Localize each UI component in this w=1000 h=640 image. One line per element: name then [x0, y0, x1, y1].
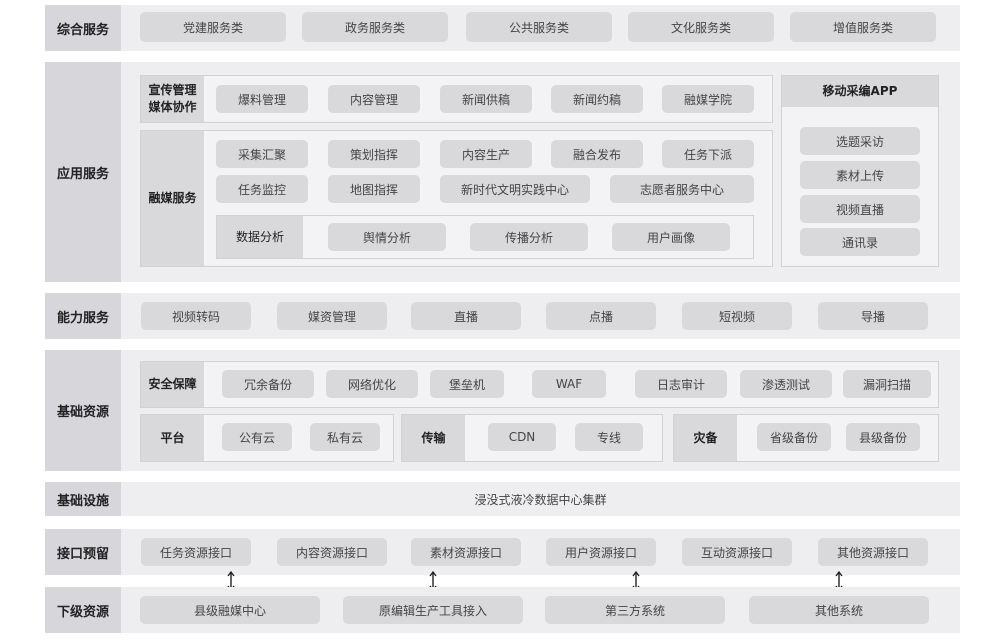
xiaji-item[interactable]: 其他系统: [749, 596, 929, 624]
xiaji-item[interactable]: 县级融媒中心: [140, 596, 320, 624]
chuanshu-label: 传输: [402, 415, 465, 461]
rongmei-item[interactable]: 志愿者服务中心: [610, 175, 754, 203]
anquan-item[interactable]: 冗余备份: [222, 370, 314, 398]
row-label-nengli: 能力服务: [45, 293, 121, 339]
nengli-item[interactable]: 短视频: [682, 302, 792, 330]
nengli-item[interactable]: 媒资管理: [277, 302, 387, 330]
jiekou-item[interactable]: 互动资源接口: [682, 538, 792, 566]
jiekou-item[interactable]: 素材资源接口: [411, 538, 521, 566]
rongmei-item[interactable]: 内容生产: [440, 140, 532, 168]
row-label-jiekou: 接口预留: [45, 529, 121, 575]
rongmei-item[interactable]: 策划指挥: [328, 140, 420, 168]
mobile-item[interactable]: 选题采访: [800, 127, 920, 155]
jiekou-item[interactable]: 用户资源接口: [546, 538, 656, 566]
mobile-item[interactable]: 视频直播: [800, 195, 920, 223]
anquan-item[interactable]: 日志审计: [635, 370, 727, 398]
chuanshu-item[interactable]: CDN: [488, 423, 556, 451]
xiaji-item[interactable]: 第三方系统: [545, 596, 725, 624]
zonghe-item[interactable]: 公共服务类: [466, 12, 612, 42]
nengli-item[interactable]: 视频转码: [141, 302, 251, 330]
jiekou-item[interactable]: 任务资源接口: [141, 538, 251, 566]
zaibei-item[interactable]: 县级备份: [846, 423, 920, 451]
row-label-xiaji: 下级资源: [45, 587, 121, 633]
jichu-sheshi-text: 浸没式液冷数据中心集群: [474, 492, 607, 507]
mobile-item[interactable]: 素材上传: [800, 161, 920, 189]
shuju-item[interactable]: 舆情分析: [328, 223, 446, 251]
zonghe-item[interactable]: 增值服务类: [790, 12, 936, 42]
xuanchuan-item[interactable]: 爆料管理: [216, 85, 308, 113]
nengli-item[interactable]: 导播: [818, 302, 928, 330]
anquan-item[interactable]: 漏洞扫描: [843, 370, 931, 398]
rongmei-item[interactable]: 新时代文明实践中心: [440, 175, 590, 203]
jichu-sheshi-row: [45, 482, 960, 516]
xuanchuan-item[interactable]: 新闻供稿: [440, 85, 532, 113]
xuanchuan-item[interactable]: 新闻约稿: [551, 85, 643, 113]
rongmei-item[interactable]: 地图指挥: [328, 175, 420, 203]
mobile-item[interactable]: 通讯录: [800, 228, 920, 256]
mobile-title: 移动采编APP: [782, 76, 938, 107]
shuju-item[interactable]: 传播分析: [470, 223, 588, 251]
nengli-item[interactable]: 直播: [411, 302, 521, 330]
row-label-jichu-sheshi: 基础设施: [45, 482, 121, 516]
pingtai-label: 平台: [141, 415, 204, 461]
xiaji-item[interactable]: 原编辑生产工具接入: [343, 596, 523, 624]
zonghe-item[interactable]: 政务服务类: [302, 12, 448, 42]
xuanchuan-item[interactable]: 融媒学院: [662, 85, 754, 113]
shuju-label: 数据分析: [217, 216, 303, 258]
rongmei-item[interactable]: 采集汇聚: [216, 140, 308, 168]
anquan-item[interactable]: 堡垒机: [430, 370, 504, 398]
anquan-label: 安全保障: [141, 362, 204, 407]
pingtai-item[interactable]: 公有云: [222, 423, 292, 451]
zonghe-item[interactable]: 党建服务类: [140, 12, 286, 42]
rongmei-item[interactable]: 任务下派: [662, 140, 754, 168]
zaibei-item[interactable]: 省级备份: [757, 423, 831, 451]
rongmei-item[interactable]: 融合发布: [551, 140, 643, 168]
xuanchuan-label: 宣传管理 媒体协作: [141, 76, 204, 122]
xuanchuan-item[interactable]: 内容管理: [328, 85, 420, 113]
rongmei-label: 融媒服务: [141, 131, 204, 266]
anquan-item[interactable]: 渗透测试: [740, 370, 832, 398]
xuanchuan-label-line2: 媒体协作: [148, 100, 197, 114]
rongmei-item[interactable]: 任务监控: [216, 175, 308, 203]
jiekou-item[interactable]: 其他资源接口: [818, 538, 928, 566]
row-label-jichu-ziyuan: 基础资源: [45, 350, 121, 471]
zaibei-label: 灾备: [674, 415, 737, 461]
jiekou-item[interactable]: 内容资源接口: [277, 538, 387, 566]
zonghe-item[interactable]: 文化服务类: [628, 12, 774, 42]
row-label-zonghe: 综合服务: [45, 5, 121, 51]
row-label-yingyong: 应用服务: [45, 62, 121, 282]
chuanshu-item[interactable]: 专线: [575, 423, 643, 451]
xuanchuan-label-line1: 宣传管理: [148, 83, 197, 97]
anquan-item[interactable]: 网络优化: [326, 370, 418, 398]
pingtai-item[interactable]: 私有云: [310, 423, 380, 451]
shuju-item[interactable]: 用户画像: [612, 223, 730, 251]
nengli-item[interactable]: 点播: [546, 302, 656, 330]
anquan-item[interactable]: WAF: [532, 370, 606, 398]
